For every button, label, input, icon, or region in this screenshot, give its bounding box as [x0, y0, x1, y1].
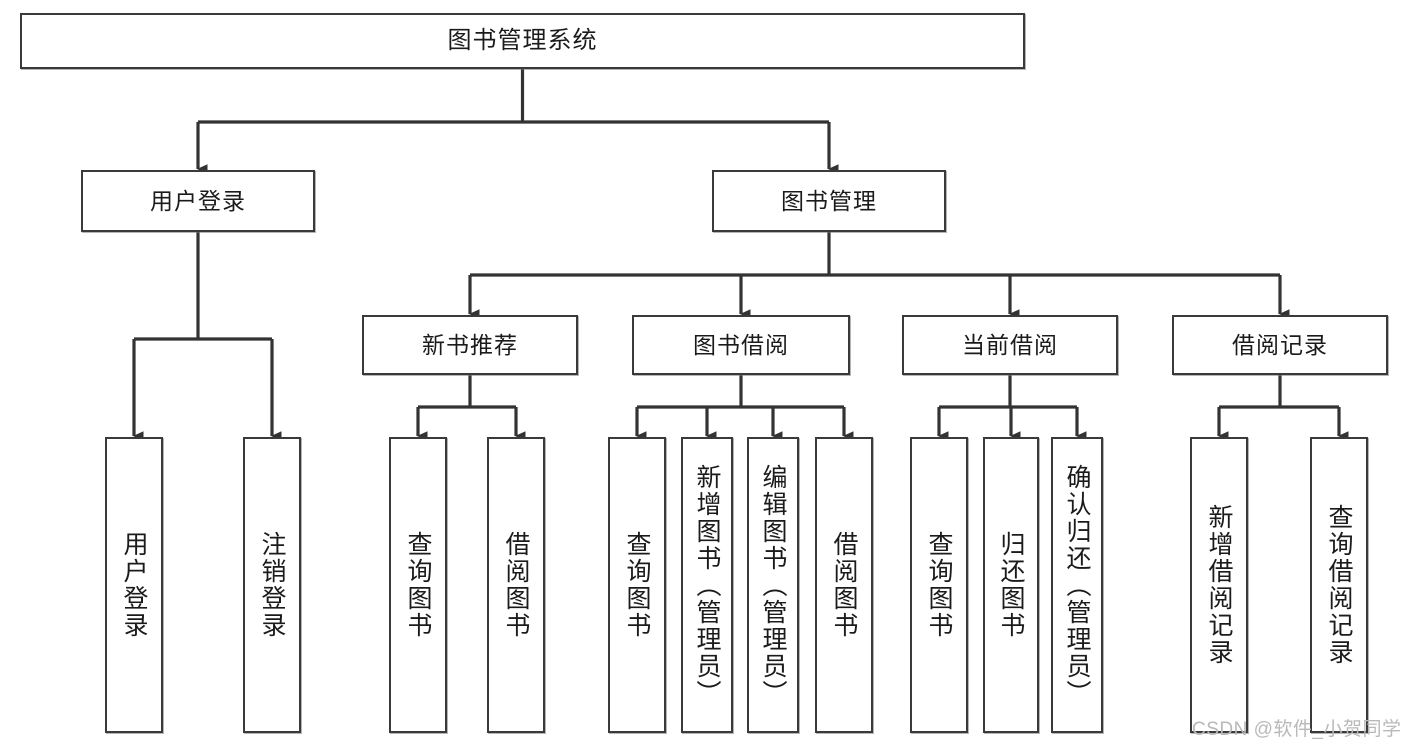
- node-newbook[interactable]: 新书推荐: [362, 315, 578, 375]
- node-current[interactable]: 当前借阅: [902, 315, 1118, 375]
- node-l-b2[interactable]: 借阅图书: [815, 437, 873, 733]
- node-bookmgmt[interactable]: 图书管理: [712, 170, 946, 232]
- node-l-q2[interactable]: 查询图书: [608, 437, 666, 733]
- csdn-watermark: CSDN @软件_小贺同学: [1192, 719, 1402, 740]
- node-l-qryrec[interactable]: 查询借阅记录: [1310, 437, 1368, 733]
- node-l-q1[interactable]: 查询图书: [389, 437, 447, 733]
- node-label: 新增借阅记录: [1205, 504, 1233, 666]
- node-l-edit[interactable]: 编辑图书（管理员）: [747, 437, 799, 733]
- node-label: 查询图书: [404, 531, 432, 639]
- node-records[interactable]: 借阅记录: [1172, 315, 1388, 375]
- node-label: 归还图书: [997, 531, 1025, 639]
- node-label: 借阅记录: [1232, 331, 1328, 358]
- node-l-b1[interactable]: 借阅图书: [487, 437, 545, 733]
- node-label: 查询图书: [925, 531, 953, 639]
- node-label: 用户登录: [150, 187, 246, 214]
- node-label: 用户登录: [120, 531, 148, 639]
- node-borrow[interactable]: 图书借阅: [632, 315, 850, 375]
- node-label: 图书管理系统: [447, 27, 598, 54]
- node-l-add[interactable]: 新增图书（管理员）: [681, 437, 733, 733]
- node-label: 图书借阅: [693, 331, 789, 358]
- node-l-q3[interactable]: 查询图书: [910, 437, 968, 733]
- node-l-ret[interactable]: 归还图书: [983, 437, 1039, 733]
- node-l-login[interactable]: 用户登录: [105, 437, 163, 733]
- node-label: 借阅图书: [502, 531, 530, 639]
- node-label: 确认归还（管理员）: [1063, 463, 1091, 707]
- node-label: 查询图书: [623, 531, 651, 639]
- node-l-conf[interactable]: 确认归还（管理员）: [1051, 437, 1103, 733]
- node-label: 新增图书（管理员）: [693, 463, 721, 707]
- node-label: 当前借阅: [962, 331, 1058, 358]
- node-label: 借阅图书: [830, 531, 858, 639]
- node-label: 新书推荐: [422, 331, 518, 358]
- node-login[interactable]: 用户登录: [81, 170, 315, 232]
- node-label: 编辑图书（管理员）: [759, 463, 787, 707]
- node-l-logout[interactable]: 注销登录: [243, 437, 301, 733]
- node-root[interactable]: 图书管理系统: [20, 13, 1025, 69]
- node-label: 查询借阅记录: [1325, 504, 1353, 666]
- node-l-addrec[interactable]: 新增借阅记录: [1190, 437, 1248, 733]
- node-label: 注销登录: [258, 531, 286, 639]
- node-label: 图书管理: [781, 187, 877, 214]
